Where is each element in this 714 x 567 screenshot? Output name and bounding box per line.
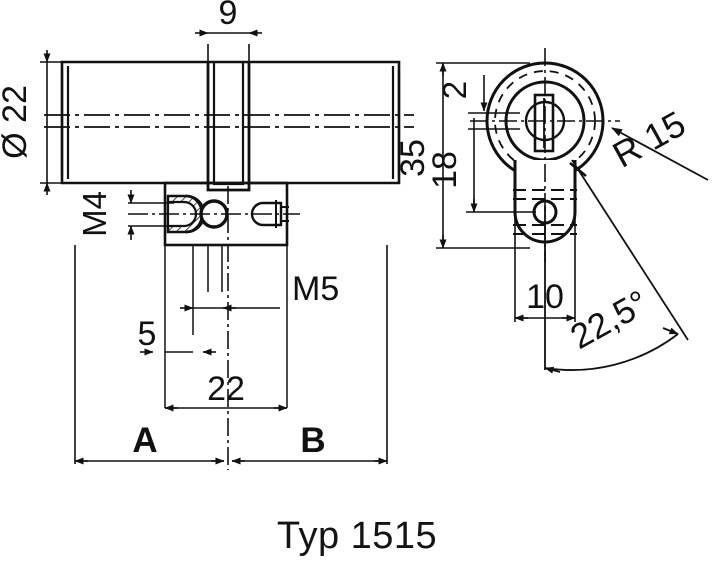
dim-m4-label: M4 [76, 191, 113, 237]
cylinder-centre-line [44, 114, 414, 128]
dim-2 [468, 75, 520, 130]
dim-r15 [611, 127, 709, 181]
dim-section-a-label: A [132, 421, 157, 460]
dim-angle-arrow-start [544, 366, 561, 374]
dim-angle-ref-slanted [571, 159, 689, 341]
dim-body-diameter [40, 50, 64, 195]
dim-angle-arrow-end [662, 327, 679, 335]
projection-lines [164, 245, 288, 408]
drawing-caption: Typ 1515 [276, 515, 438, 557]
dim-r15-leader [611, 127, 709, 181]
dim-cam-width [195, 29, 262, 64]
dim-body-diameter-label: Ø 22 [0, 85, 34, 159]
grub-screw-right [250, 200, 289, 228]
dim-2-label: 2 [436, 81, 473, 99]
dim-18 [466, 118, 536, 213]
dim-18-label: 18 [426, 151, 464, 189]
dim-a-b [74, 245, 388, 465]
dim-section-b-label: B [300, 421, 325, 460]
m4-screw-core [166, 200, 198, 228]
dim-9-label: 9 [219, 0, 238, 32]
dim-m5-label: M5 [292, 270, 339, 308]
dim-22-label: 22 [207, 370, 245, 408]
dim-35-label: 35 [394, 139, 432, 177]
dim-angle [544, 159, 689, 374]
dim-angle-arc [544, 333, 679, 371]
dim-5-label: 5 [138, 315, 157, 353]
dim-m4 [127, 190, 174, 240]
